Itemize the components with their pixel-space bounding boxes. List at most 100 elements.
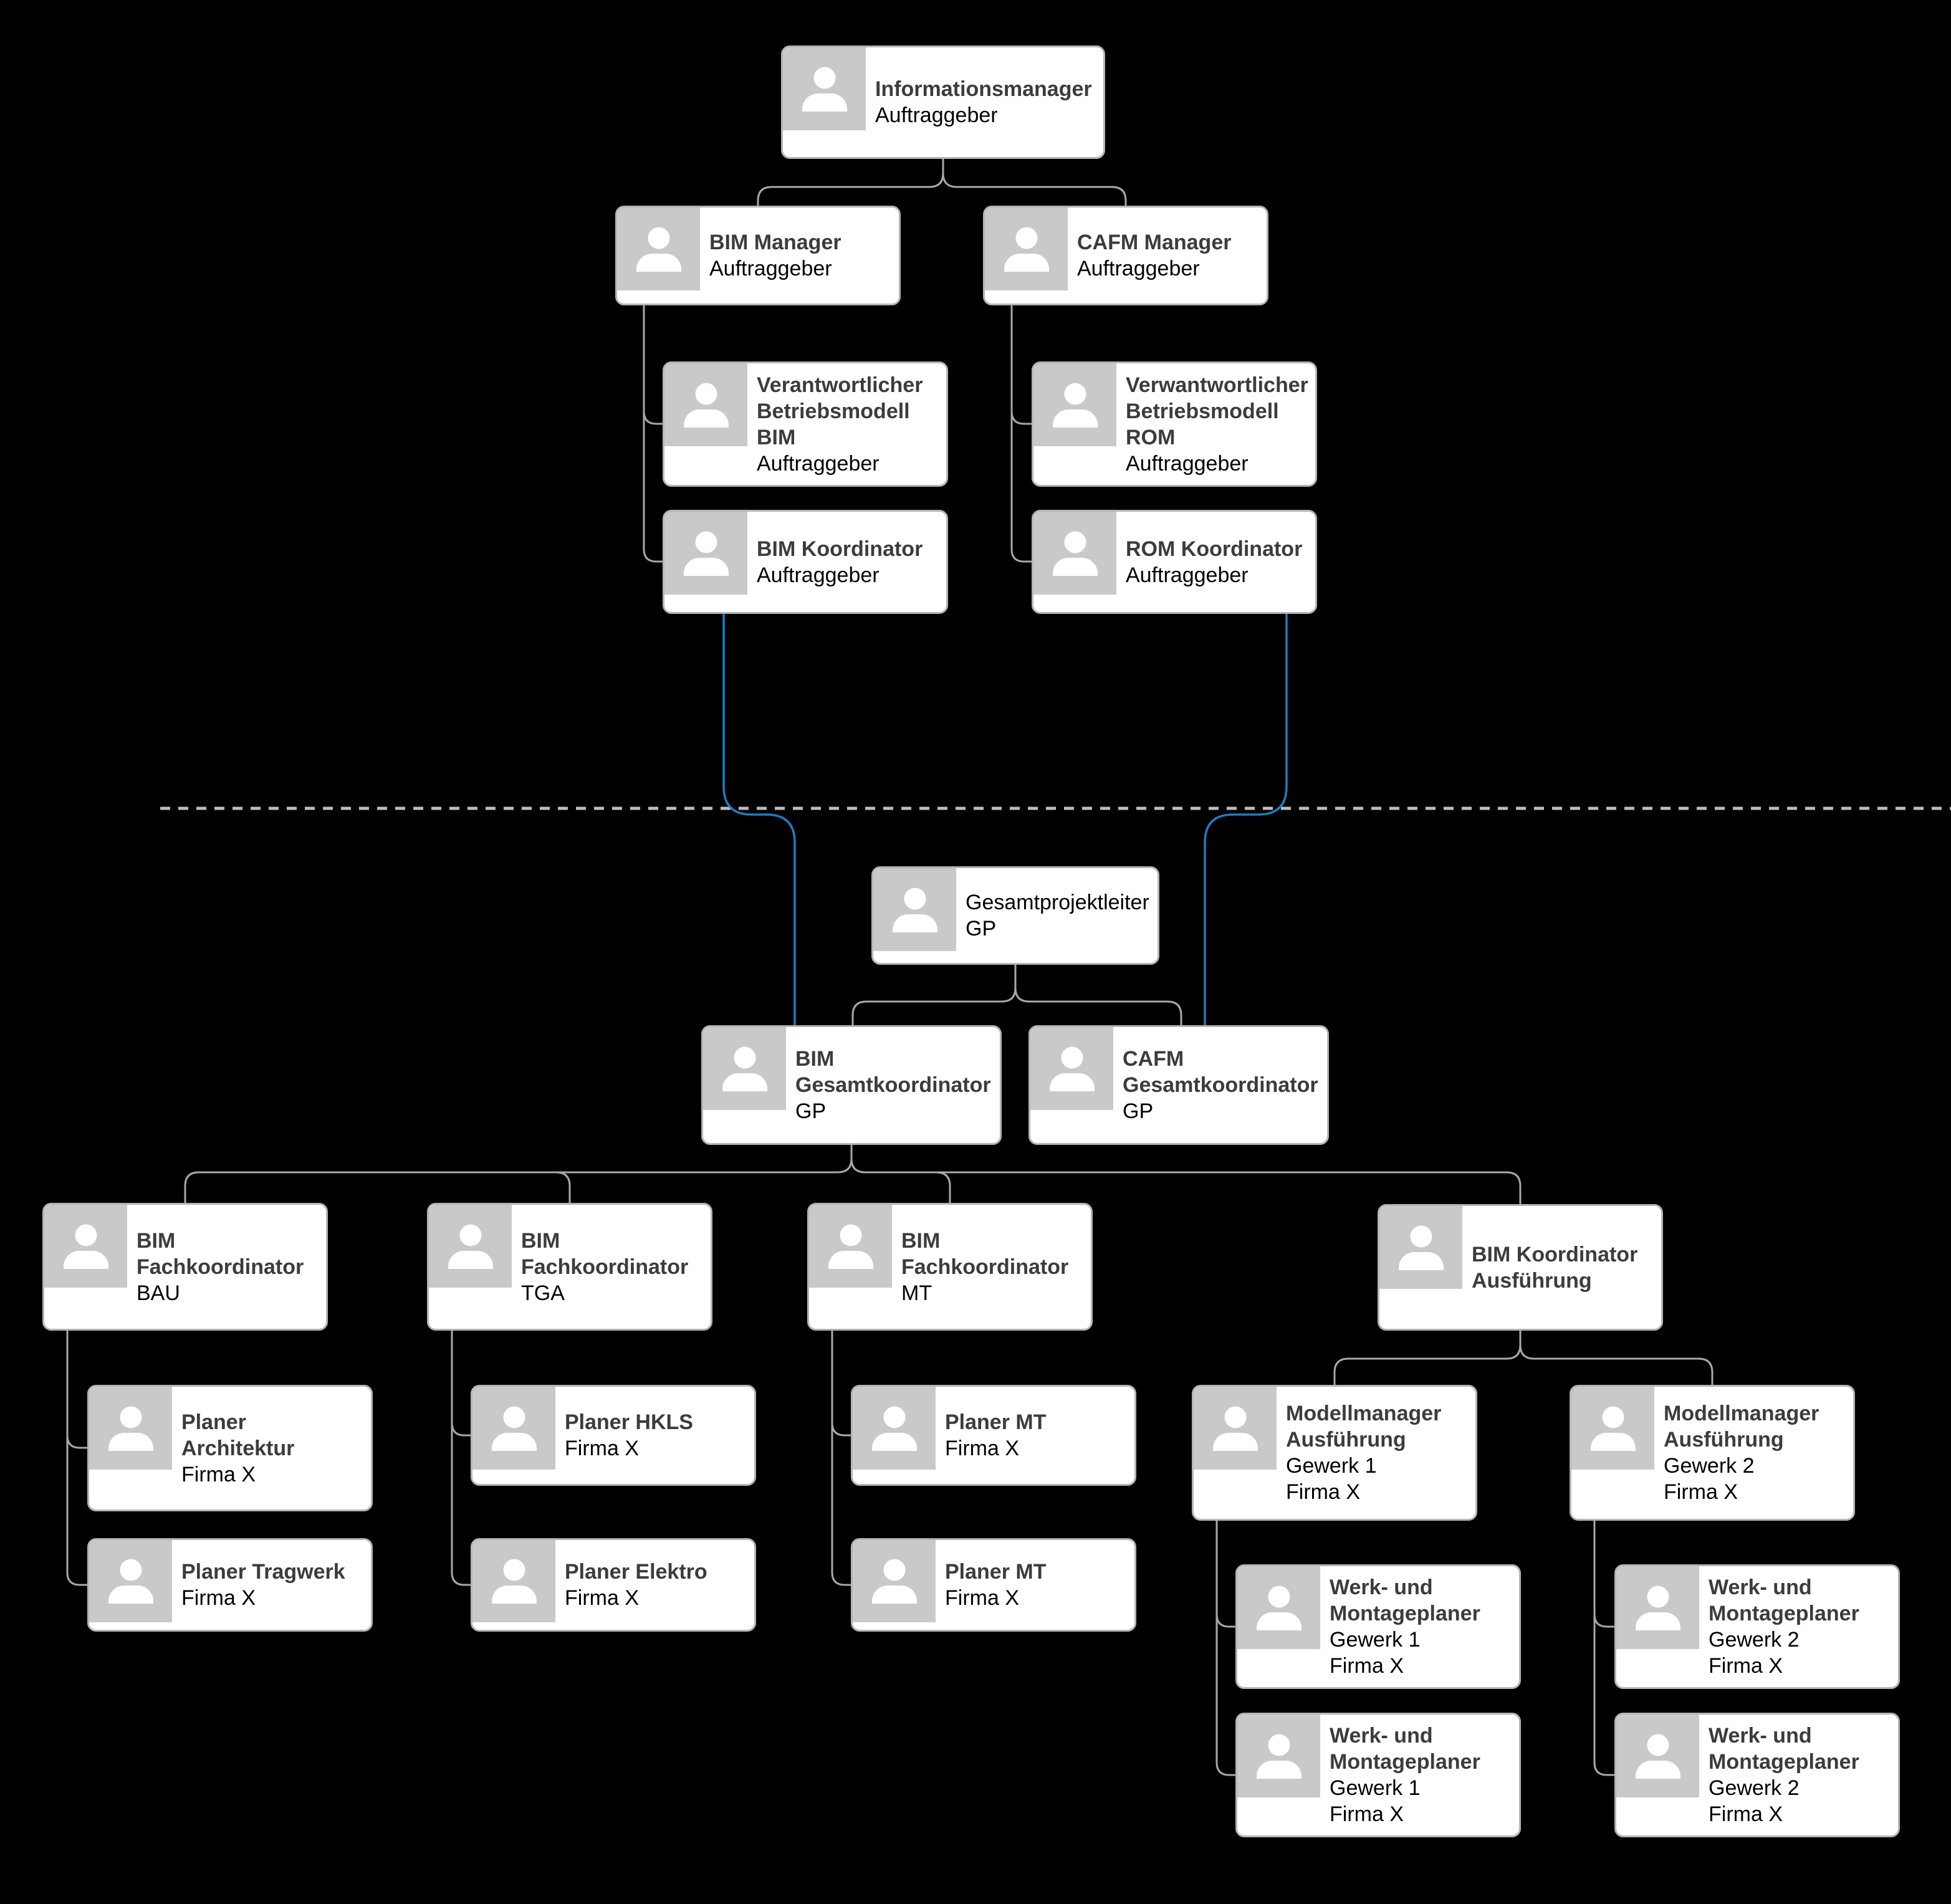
node-label-line: Modellmanager xyxy=(1286,1402,1442,1425)
node-label-line: Firma X xyxy=(945,1437,1019,1460)
node-label-line: Architektur xyxy=(181,1436,295,1460)
connector-informationsmanager-to-cafm-manager xyxy=(942,159,1127,206)
connector-bim-gesamtkoordinator-to-fk-bau xyxy=(184,1145,853,1203)
node-label-line: Gewerk 2 xyxy=(1709,1776,1800,1800)
connector-bim-gesamtkoordinator-to-fk-tga xyxy=(555,1171,571,1203)
person-icon-glyph xyxy=(683,383,729,428)
connector-bim-koordinator-to-bim-gesamtkoordinator-cross-phase xyxy=(722,614,796,1025)
node-label-line: BIM Koordinator xyxy=(757,537,923,561)
node-label-line: BIM xyxy=(521,1228,560,1253)
person-icon xyxy=(1033,363,1116,446)
node-label-line: Werk- und xyxy=(1709,1724,1812,1748)
node-label-line: Ausführung xyxy=(1472,1268,1592,1293)
node-label-line: Betriebsmodell xyxy=(757,399,910,423)
person-icon xyxy=(1571,1387,1654,1470)
node-label-line: Gewerk 2 xyxy=(1664,1454,1755,1478)
person-icon-glyph xyxy=(1256,1734,1301,1779)
node-label-line: Auftraggeber xyxy=(875,103,998,127)
connector-bk-ausfuehrung-to-modellmanager-g1 xyxy=(1333,1331,1522,1385)
person-icon xyxy=(1616,1566,1699,1649)
node-label-line: Planer xyxy=(181,1410,246,1434)
person-icon-glyph xyxy=(108,1406,153,1451)
person-icon xyxy=(617,208,700,290)
person-icon-glyph xyxy=(1256,1586,1301,1630)
connector-fk-tga-to-planer-elektro xyxy=(451,1331,471,1586)
node-label-line: Auftraggeber xyxy=(1126,451,1249,476)
person-icon-glyph xyxy=(871,1559,917,1604)
person-icon-glyph xyxy=(1052,383,1098,428)
person-icon xyxy=(1379,1206,1462,1289)
node-label-line: Gesamtkoordinator xyxy=(795,1073,991,1097)
connector-bim-gesamtkoordinator-to-fk-mt xyxy=(936,1171,951,1203)
connector-modellmanager-g1-to-werkplaner-a xyxy=(1215,1521,1235,1628)
person-icon xyxy=(873,868,956,951)
node-label-line: MT xyxy=(901,1281,932,1305)
node-label-line: Gewerk 2 xyxy=(1709,1628,1800,1652)
node-label-line: Firma X xyxy=(181,1462,256,1486)
person-icon xyxy=(853,1540,936,1622)
node-label-line: Firma X xyxy=(1709,1802,1783,1826)
person-icon xyxy=(44,1205,127,1288)
node-label-line: Firma X xyxy=(945,1586,1019,1610)
node-label-line: Planer MT xyxy=(945,1560,1047,1584)
person-icon-glyph xyxy=(1635,1586,1680,1630)
connector-cafm-manager-to-rom-koordinator xyxy=(1010,305,1032,563)
person-icon-glyph xyxy=(722,1046,767,1091)
node-label-line: Montageplaner xyxy=(1330,1602,1480,1625)
person-icon-glyph xyxy=(1212,1406,1258,1451)
person-icon xyxy=(853,1387,936,1470)
node-label-line: Firma X xyxy=(565,1437,639,1460)
node-label-line: Auftraggeber xyxy=(1077,257,1200,280)
node-label-line: BIM Koordinator xyxy=(1472,1242,1638,1266)
person-icon-glyph xyxy=(1052,531,1098,576)
node-label-line: CAFM Manager xyxy=(1077,231,1232,254)
node-label-line: Werk- und xyxy=(1709,1576,1812,1599)
person-icon-glyph xyxy=(1590,1406,1636,1451)
node-label-line: Firma X xyxy=(1709,1654,1783,1678)
connector-fk-bau-to-planer-tragwerk xyxy=(66,1331,87,1586)
person-icon xyxy=(472,1540,555,1622)
person-icon xyxy=(1033,512,1116,595)
connector-fk-bau-to-planer-architektur xyxy=(66,1331,87,1449)
